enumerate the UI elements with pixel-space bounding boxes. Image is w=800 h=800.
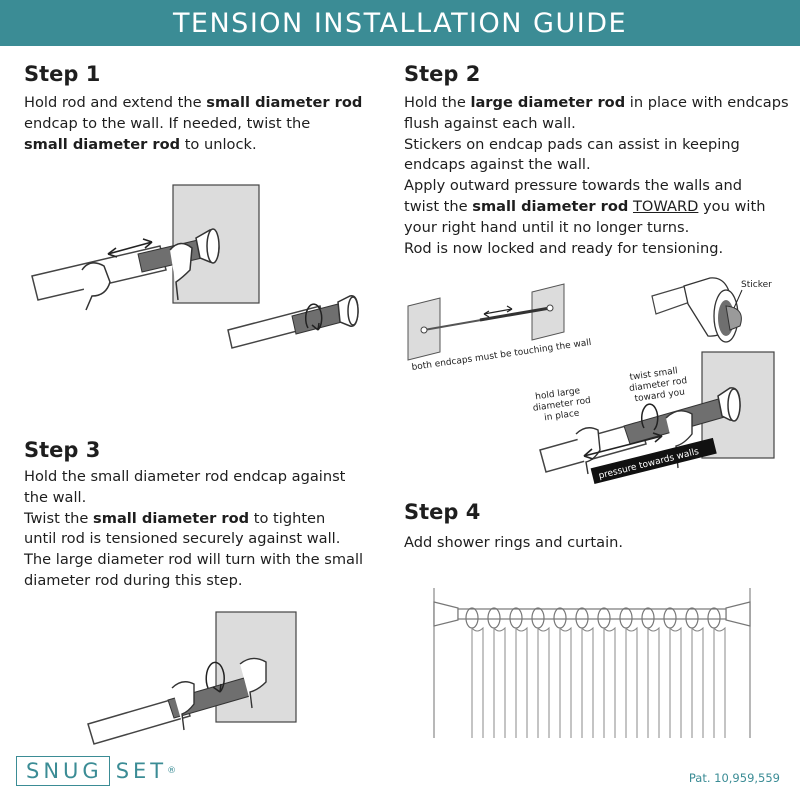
text-line: small diameter rod to unlock. bbox=[24, 135, 362, 156]
bold-text: small diameter rod bbox=[24, 135, 181, 153]
text-line: Apply outward pressure towards the walls… bbox=[404, 176, 789, 197]
step-3-illustration bbox=[87, 611, 297, 745]
step-1-title: Step 1 bbox=[24, 62, 101, 86]
text-run: until rod is tensioned securely against … bbox=[24, 530, 341, 548]
curtain-fold bbox=[603, 626, 616, 738]
text-line: Hold the small diameter rod endcap again… bbox=[24, 467, 363, 488]
curtain-fold bbox=[559, 626, 572, 738]
text-run: Hold the small diameter rod endcap again… bbox=[24, 468, 346, 485]
text-line: Hold the large diameter rod in place wit… bbox=[404, 93, 789, 114]
text-run: Rod is now locked and ready for tensioni… bbox=[404, 239, 724, 257]
text-run: to unlock. bbox=[180, 135, 257, 153]
page-header: TENSION INSTALLATION GUIDE bbox=[0, 0, 800, 46]
brand-logo: SNUG SET ® bbox=[16, 753, 176, 789]
text-line: Rod is now locked and ready for tensioni… bbox=[404, 239, 789, 260]
text-run: twist the bbox=[404, 197, 473, 215]
text-run: Add shower rings and curtain. bbox=[404, 534, 624, 551]
text-run: flush against each wall. bbox=[404, 114, 576, 132]
text-run: you with bbox=[698, 197, 766, 215]
step-1-illustration bbox=[31, 184, 359, 349]
text-run: diameter rod during this step. bbox=[24, 571, 243, 589]
text-line: The large diameter rod will turn with th… bbox=[24, 550, 363, 571]
step-3-text: Hold the small diameter rod endcap again… bbox=[24, 467, 363, 592]
text-run: in place with endcaps bbox=[625, 94, 789, 111]
text-run: endcap to the wall. If needed, twist the bbox=[24, 114, 311, 132]
curtain-fold bbox=[515, 626, 528, 738]
step-4-title: Step 4 bbox=[404, 500, 481, 524]
text-line: twist the small diameter rod TOWARD you … bbox=[404, 197, 789, 218]
step-2-title: Step 2 bbox=[404, 62, 481, 86]
step-4-illustration bbox=[433, 588, 751, 738]
text-line: diameter rod during this step. bbox=[24, 571, 363, 592]
bold-text: small diameter rod bbox=[472, 197, 629, 215]
sticker-label: Sticker bbox=[741, 280, 772, 290]
text-line: flush against each wall. bbox=[404, 114, 789, 135]
text-line: Add shower rings and curtain. bbox=[404, 533, 623, 554]
step-2-illustration: both endcaps must be touching the wall S… bbox=[407, 277, 775, 484]
text-line: Twist the small diameter rod to tighten bbox=[24, 509, 363, 530]
underlined-text: TOWARD bbox=[632, 197, 699, 215]
text-run: The large diameter rod will turn with th… bbox=[24, 551, 364, 569]
text-line: endcaps against the wall. bbox=[404, 155, 789, 176]
curtain-fold bbox=[537, 626, 550, 738]
text-run: Stickers on endcap pads can assist in ke… bbox=[404, 135, 740, 153]
step-2-text: Hold the large diameter rod in place wit… bbox=[404, 93, 789, 259]
curtain-fold bbox=[713, 626, 726, 738]
step-3-title: Step 3 bbox=[24, 438, 101, 462]
text-run: your right hand until it no longer turns… bbox=[404, 218, 690, 236]
curtain-fold bbox=[471, 626, 484, 738]
curtain bbox=[471, 626, 726, 738]
bold-text: large diameter rod bbox=[470, 94, 626, 111]
page-title: TENSION INSTALLATION GUIDE bbox=[172, 7, 628, 39]
patent-number: Pat. 10,959,559 bbox=[688, 771, 780, 785]
text-run: to tighten bbox=[249, 509, 326, 527]
step-1-text: Hold rod and extend the small diameter r… bbox=[24, 93, 362, 155]
text-run: the wall. bbox=[24, 488, 87, 506]
curtain-fold bbox=[493, 626, 506, 738]
text-run: Apply outward pressure towards the walls… bbox=[404, 177, 742, 195]
text-line: your right hand until it no longer turns… bbox=[404, 218, 789, 239]
bold-text: small diameter rod bbox=[93, 509, 250, 527]
text-line: Hold rod and extend the small diameter r… bbox=[24, 93, 362, 114]
text-run: Hold the bbox=[404, 94, 471, 111]
text-line: the wall. bbox=[24, 488, 363, 509]
curtain-fold bbox=[669, 626, 682, 738]
curtain-fold bbox=[691, 626, 704, 738]
logo-registered-mark: ® bbox=[167, 766, 177, 776]
text-line: endcap to the wall. If needed, twist the bbox=[24, 114, 362, 135]
step-4-text: Add shower rings and curtain. bbox=[404, 533, 623, 554]
curtain-fold bbox=[625, 626, 638, 738]
text-line: until rod is tensioned securely against … bbox=[24, 529, 363, 550]
curtain-fold bbox=[647, 626, 660, 738]
text-line: Stickers on endcap pads can assist in ke… bbox=[404, 135, 789, 156]
logo-right-text: SET bbox=[115, 759, 168, 783]
curtain-fold bbox=[581, 626, 594, 738]
logo-left-text: SNUG bbox=[16, 756, 110, 786]
text-run: Twist the bbox=[24, 509, 94, 527]
text-run: Hold rod and extend the bbox=[24, 94, 207, 111]
hold-large-label-3: in place bbox=[544, 408, 581, 423]
bold-text: small diameter rod bbox=[206, 94, 363, 111]
text-run: endcaps against the wall. bbox=[404, 156, 591, 174]
